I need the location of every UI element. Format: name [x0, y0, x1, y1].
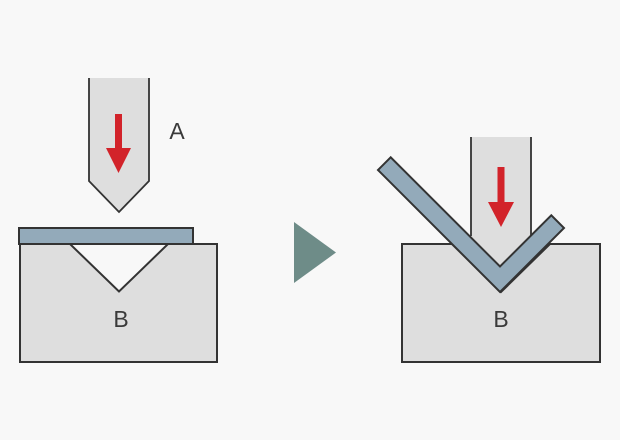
stage-before-bending: A B — [18, 78, 218, 363]
die-label: B — [113, 306, 128, 332]
sheet-metal-flat — [18, 227, 194, 245]
transition-triangle-right-icon — [294, 222, 336, 283]
v-die-block — [19, 243, 218, 363]
sheet-metal-bent — [376, 155, 566, 294]
force-arrow-down-icon — [106, 114, 131, 173]
force-arrow-down-icon — [488, 167, 514, 227]
punch-label: A — [169, 118, 185, 144]
stage-after-bending: B — [376, 137, 601, 363]
die-label: B — [493, 306, 508, 332]
punch-tool-outline — [470, 137, 532, 236]
